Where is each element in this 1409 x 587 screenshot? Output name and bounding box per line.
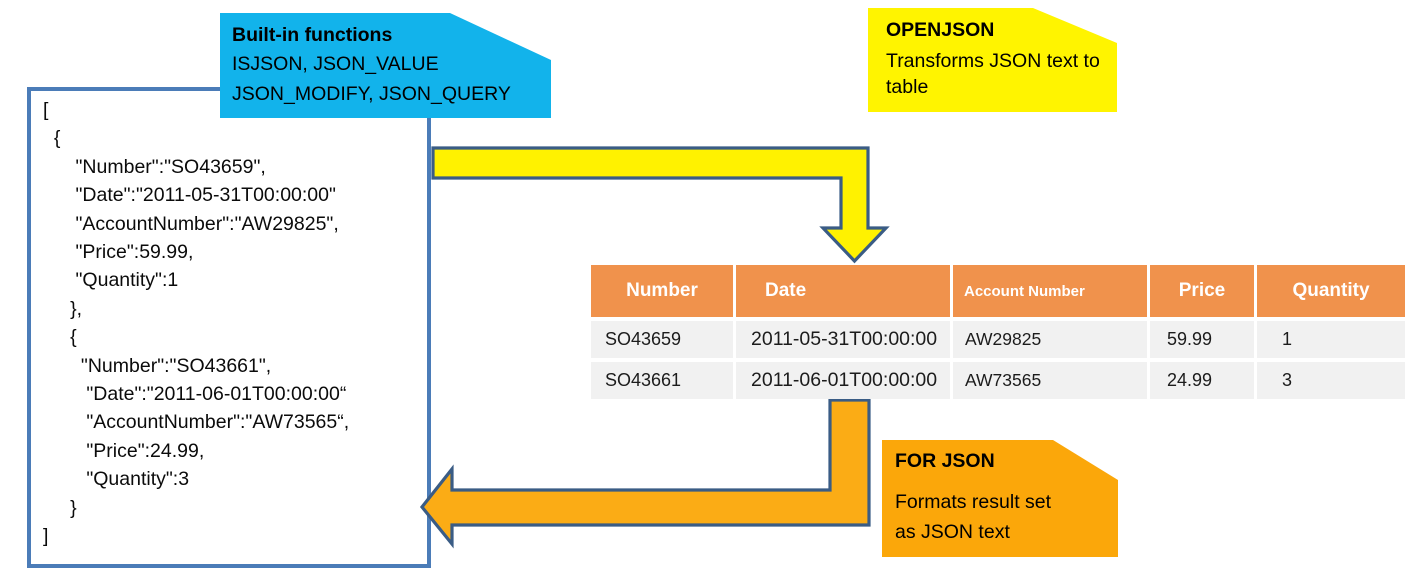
builtin-functions-title: Built-in functions — [232, 24, 393, 46]
builtin-functions-list: ISJSON, JSON_VALUE JSON_MODIFY, JSON_QUE… — [232, 53, 511, 105]
column-header: Account Number — [953, 265, 1147, 317]
forjson-title: FOR JSON — [895, 450, 995, 472]
table-cell: SO43659 — [591, 321, 733, 358]
column-header: Number — [591, 265, 733, 317]
table-cell: AW73565 — [953, 362, 1147, 399]
openjson-description: Transforms JSON text to table — [886, 50, 1100, 98]
column-header: Quantity — [1257, 265, 1405, 317]
forjson-callout: FOR JSON Formats result set as JSON text — [882, 440, 1118, 557]
table-cell: 24.99 — [1150, 362, 1254, 399]
openjson-title: OPENJSON — [886, 19, 995, 41]
json-source-text: [ { "Number":"SO43659", "Date":"2011-05-… — [43, 99, 350, 548]
column-header: Price — [1150, 265, 1254, 317]
table-cell: 2011-06-01T00:00:00 — [736, 362, 950, 399]
table-cell: 59.99 — [1150, 321, 1254, 358]
table-cell: 1 — [1257, 321, 1405, 358]
openjson-callout: OPENJSON Transforms JSON text to table — [868, 8, 1117, 112]
table-cell: AW29825 — [953, 321, 1147, 358]
table-cell: SO43661 — [591, 362, 733, 399]
table-cell: 2011-05-31T00:00:00 — [736, 321, 950, 358]
forjson-flow-arrow-icon — [419, 398, 871, 549]
json-source-box: [ { "Number":"SO43659", "Date":"2011-05-… — [27, 87, 431, 568]
openjson-flow-arrow-icon — [431, 146, 890, 264]
table-cell: 3 — [1257, 362, 1405, 399]
column-header: Date — [736, 265, 950, 317]
forjson-description: Formats result set as JSON text — [895, 491, 1052, 543]
